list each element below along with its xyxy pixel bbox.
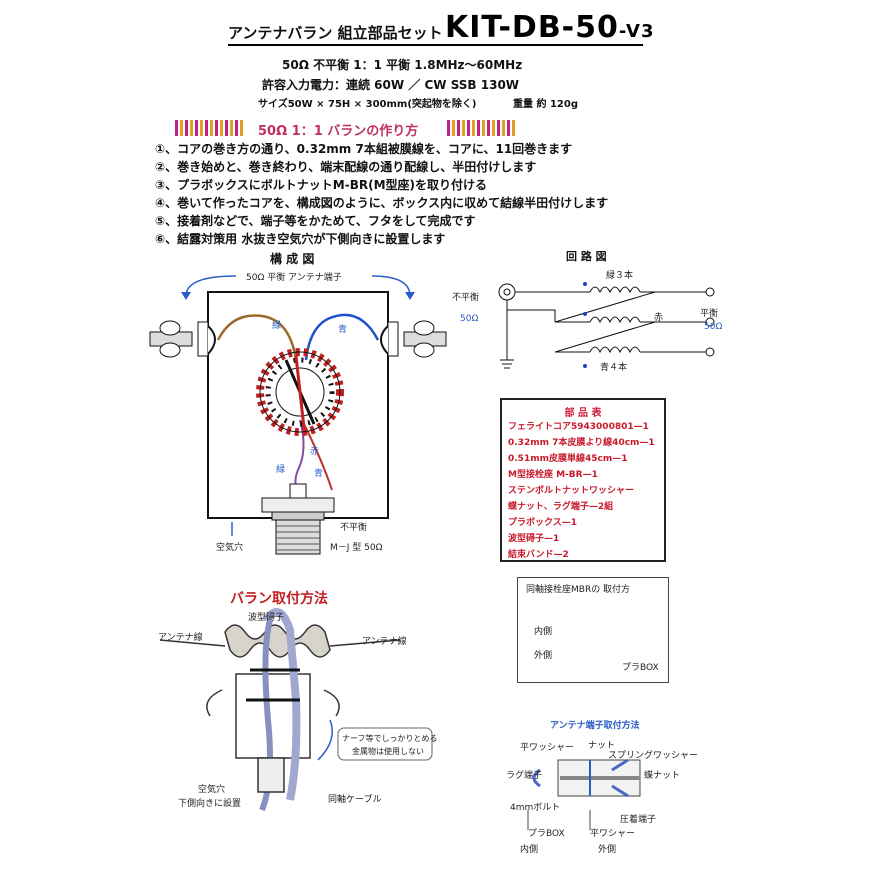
mbr-inside: 内側 — [534, 627, 553, 637]
unbalanced-label: 不平衡 — [340, 523, 368, 533]
circuit-red: 赤 — [654, 313, 664, 323]
mount-air-2: 下側向きに設置 — [178, 799, 242, 809]
terminal-spring-washer: スプリングワッシャー — [608, 751, 699, 761]
mount-ant-right: アンテナ線 — [362, 637, 407, 647]
circuit-ohm-left: 50Ω — [460, 314, 479, 324]
mount-note-box — [337, 727, 433, 761]
antenna-terminal-label: 50Ω 平衡 アンテナ端子 — [246, 273, 342, 283]
spec-line-1: 50Ω 不平衡 1：1 平衡 1.8MHz～60MHz — [282, 58, 523, 72]
parts-item: 結束バンド—2 — [508, 550, 569, 560]
terminal-lug: ラグ端子 — [506, 771, 543, 781]
mount-title: バラン取付方法 — [230, 591, 328, 607]
kit-title: KIT-DB-50-V3 — [445, 10, 655, 45]
parts-item: 0.51mm皮膜単線45cm—1 — [508, 454, 628, 464]
section-stripe-right — [447, 120, 515, 136]
step-3: ③、プラボックスにボルトナットM-BR(M型座)を取り付ける — [155, 178, 488, 192]
terminal-nut: ナット — [588, 741, 616, 751]
kit-version: -V3 — [618, 21, 655, 42]
parts-item: M型接栓座 M-BR—1 — [508, 470, 598, 480]
terminal-bolt: 4mmボルト — [510, 803, 561, 813]
mount-note-1: ナーフ等でしっかりとめる — [342, 734, 438, 743]
terminal-inside: 内側 — [520, 845, 539, 855]
spec-line-2: 許容入力電力：連続 60W ／ CW SSB 130W — [262, 78, 520, 92]
parts-item: 0.32mm 7本皮膜より線40cm—1 — [508, 438, 655, 448]
mbr-title: 同軸接栓座MBRの 取付方 — [526, 585, 631, 595]
step-4: ④、巻いて作ったコアを、構成図のように、ボックス内に収めて結線半田付けします — [155, 196, 609, 210]
parts-item: 波型碍子—1 — [508, 534, 560, 544]
terminal-outside: 外側 — [598, 845, 617, 855]
toroid-core — [256, 348, 344, 436]
mbr-detail-box — [517, 577, 669, 683]
circuit-unbal: 不平衡 — [452, 293, 480, 303]
parts-item: プラボックス—1 — [508, 518, 577, 528]
spec-size: サイズ50W × 75H × 300mm(突起物を除く) — [258, 99, 477, 110]
parts-title: 部 品 表 — [564, 408, 602, 419]
section-stripe-left — [175, 120, 243, 136]
section-title: 50Ω 1：1 バランの作り方 — [258, 124, 419, 139]
terminal-title: アンテナ端子取付方法 — [550, 721, 640, 731]
arrow-right-head — [405, 292, 415, 300]
mj-connector-label: M－J 型 50Ω — [330, 543, 383, 553]
wire-label-green-2: 緑 — [276, 465, 286, 475]
air-hole-label: 空気穴 — [216, 543, 244, 553]
parts-item: 蝶ナット、ラグ端子—2組 — [508, 502, 614, 512]
terminal-flat-washer: 平ワッシャー — [520, 743, 575, 753]
circuit-diagram — [498, 283, 715, 369]
dot-3 — [583, 364, 587, 368]
step-5: ⑤、接着剤などで、端子等をかためて、フタをして完成です — [155, 214, 476, 228]
mj-connector — [261, 483, 335, 555]
title-underline — [228, 44, 643, 46]
dot-2 — [583, 312, 587, 316]
terminal-mount-drawing — [527, 758, 641, 830]
circuit-ohm-right: 50Ω — [704, 322, 723, 332]
wire-blue-top — [304, 313, 380, 361]
mbr-outside: 外側 — [534, 651, 553, 661]
terminal-crimp: 圧着端子 — [620, 815, 657, 825]
mount-note-2: 金属物は使用しない — [352, 747, 424, 756]
step-2: ②、巻き始めと、巻き終わり、端末配線の通り配線し、半田付けします — [155, 160, 537, 174]
arrow-left-head — [181, 292, 191, 300]
mount-air-1: 空気穴 — [198, 785, 226, 795]
wire-green-top — [216, 314, 298, 361]
terminal-washer-2: 平ワシャー — [590, 829, 636, 839]
mount-ant-left: アンテナ線 — [158, 633, 203, 643]
step-6: ⑥、結露対策用 水抜き空気穴が下側向きに設置します — [155, 232, 446, 246]
assembly-steps: ①、コアの巻き方の通り、0.32mm 7本組被膜線を、コアに、11回巻きます ②… — [155, 140, 608, 248]
circuit-title: 回 路 図 — [566, 250, 607, 263]
mount-coax: 同軸ケーブル — [328, 795, 382, 805]
circuit-green3: 緑３本 — [606, 271, 634, 281]
wire-bottom-2 — [301, 419, 333, 491]
mbr-box-label: プラBOX — [622, 663, 659, 673]
terminal-wing-nut: 蝶ナット — [644, 771, 681, 781]
wire-label-blue-2: 青 — [314, 469, 324, 479]
mount-insulator: 波型碍子 — [248, 613, 285, 623]
parts-item: ステンボルトナットワッシャー — [508, 486, 635, 496]
structure-title: 構 成 図 — [270, 252, 315, 266]
left-terminal — [149, 320, 216, 358]
dot-1 — [583, 282, 587, 286]
step-1: ①、コアの巻き方の通り、0.32mm 7本組被膜線を、コアに、11回巻きます — [155, 142, 573, 156]
wire-label-blue: 青 — [338, 325, 348, 335]
parts-list-box: 部 品 表 フェライトコア5943000801—1 0.32mm 7本皮膜より線… — [500, 398, 666, 562]
balun-mount-drawing — [159, 608, 401, 812]
section-bar — [175, 120, 515, 136]
kit-name: KIT-DB-50 — [445, 10, 619, 45]
circuit-blue4: 青４本 — [600, 363, 628, 373]
spec-weight: 重量 約 120g — [513, 99, 578, 110]
title-japanese: アンテナバラン 組立部品セット — [228, 24, 443, 42]
wire-label-red: 赤 — [310, 447, 320, 457]
wire-label-green: 緑 — [272, 321, 282, 331]
right-terminal — [380, 320, 447, 358]
circuit-bal: 平衡 — [700, 309, 719, 319]
terminal-box: プラBOX — [528, 829, 565, 839]
parts-item: フェライトコア5943000801—1 — [508, 422, 649, 432]
